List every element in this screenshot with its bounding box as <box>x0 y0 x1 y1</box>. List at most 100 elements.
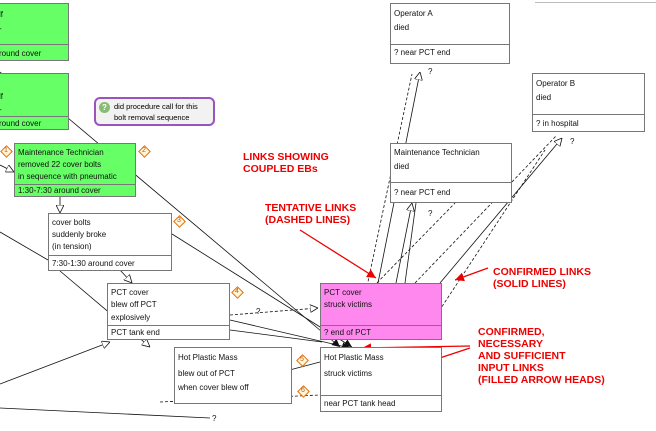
event-line: struck victims <box>324 300 372 309</box>
annotation-line: INPUT LINKS <box>478 362 544 374</box>
top-edge-line <box>535 0 656 3</box>
event-line: blew off PCT <box>111 300 157 309</box>
separator <box>0 44 68 45</box>
event-box-hot-plastic-mass-struck-victims[interactable]: Hot Plastic Mass struck victims near PCT… <box>320 347 442 412</box>
event-line: removed 22 cover bolts <box>18 160 102 169</box>
link-victims-opB <box>439 138 562 284</box>
tent-hpm-maint2 <box>369 202 456 291</box>
annotation-confirmed: CONFIRMED LINKS (SOLID LINES) <box>493 266 591 290</box>
link-question-mark: ? <box>428 209 433 218</box>
annotation-line: AND SUFFICIENT <box>478 350 566 362</box>
link-pct-hpm <box>229 329 323 343</box>
separator <box>49 255 171 256</box>
event-line: cover bolts <box>52 218 91 227</box>
diamond-label-5: 5 <box>300 356 304 363</box>
link-left-3 <box>0 231 49 261</box>
event-line: round cover <box>0 119 42 128</box>
link-question-mark: ? <box>428 67 433 76</box>
event-line: died <box>394 23 410 32</box>
annotation-line: NECESSARY <box>478 338 543 350</box>
diamond-label-6: 6 <box>301 387 305 394</box>
annotation-necessary: CONFIRMED, NECESSARY AND SUFFICIENT INPU… <box>478 326 605 386</box>
event-line: ? near PCT end <box>394 188 451 197</box>
link-question-mark: ? <box>256 307 261 316</box>
event-line: in sequence with pneumatic <box>18 172 117 181</box>
event-line: Hot Plastic Mass <box>324 353 384 362</box>
event-line: 1:30-7:30 around cover <box>18 186 101 195</box>
annotation-line: COUPLED EBs <box>243 163 318 175</box>
separator <box>108 325 229 326</box>
event-line: died <box>536 93 552 102</box>
separator <box>15 184 135 185</box>
note-line: did procedure call for this <box>114 102 198 111</box>
diamond-label-4: 4 <box>235 288 239 295</box>
question-note[interactable]: ? did procedure call for this bolt remov… <box>94 97 215 126</box>
link-question-mark: ? <box>212 414 217 423</box>
event-line: Maintenance Technician <box>18 148 104 157</box>
event-line: blew out of PCT <box>178 369 235 378</box>
diamond-label-3: 3 <box>177 217 181 224</box>
tent-hpm-opA <box>364 73 413 297</box>
link-pct-victims <box>229 319 351 351</box>
event-line: died <box>394 162 410 171</box>
event-line: near PCT tank head <box>324 399 396 408</box>
diamond-label-2: 2 <box>142 147 146 154</box>
link-victims-maint2b <box>404 202 417 284</box>
link-bolts-pct <box>119 269 132 283</box>
question-icon: ? <box>99 102 110 113</box>
event-line: ? in hospital <box>536 119 579 128</box>
event-line: (in tension) <box>52 242 92 251</box>
red-arrow-confirmed <box>454 267 489 282</box>
event-box-maintenance-technician[interactable]: Maintenance Technician removed 22 cover … <box>14 143 136 197</box>
event-line: when cover blew off <box>178 383 249 392</box>
event-line: 7:30-1:30 around cover <box>52 259 135 268</box>
annotation-line: (FILLED ARROW HEADS) <box>478 374 605 386</box>
event-line: - <box>0 24 2 33</box>
event-box-pct-cover-struck-victims[interactable]: PCT cover struck victims ? end of PCT <box>320 283 442 340</box>
link-left-2 <box>0 164 14 172</box>
event-line: struck victims <box>324 369 372 378</box>
separator <box>391 44 509 45</box>
event-line: - <box>0 105 2 114</box>
event-line: suddenly broke <box>52 230 107 239</box>
annotation-line: TENTATIVE LINKS <box>265 202 357 214</box>
event-line: Maintenance Technician <box>394 148 480 157</box>
event-line: ? near PCT end <box>394 48 451 57</box>
annotation-line: LINKS SHOWING <box>243 151 329 163</box>
link-victims-maint2a <box>395 203 412 284</box>
separator <box>391 182 511 183</box>
event-box-pct-cover-blew-off[interactable]: PCT cover blew off PCT explosively PCT t… <box>107 283 230 340</box>
tent-victims-opB <box>414 135 557 284</box>
event-box-cover-bolts[interactable]: cover bolts suddenly broke (in tension) … <box>48 213 172 271</box>
separator <box>0 116 68 117</box>
annotation-line: CONFIRMED LINKS <box>493 266 591 278</box>
event-line: PCT cover <box>324 288 362 297</box>
annotation-coupled: LINKS SHOWING COUPLED EBs <box>243 151 329 175</box>
event-box-top-left-2[interactable]: lf - round cover <box>0 73 69 130</box>
event-line: ? end of PCT <box>324 328 372 337</box>
diamond-label-1: 1 <box>4 147 8 154</box>
red-arrow-tentative <box>299 229 377 279</box>
annotation-tentative: TENTATIVE LINKS (DASHED LINES) <box>265 202 356 226</box>
tent-pct-victims <box>229 308 318 316</box>
separator <box>533 114 644 115</box>
event-line: Hot Plastic Mass <box>178 353 238 362</box>
note-line: bolt removal sequence <box>114 113 190 122</box>
event-line: Operator B <box>536 79 576 88</box>
link-question-mark: ? <box>570 137 575 146</box>
event-box-operator-a[interactable]: Operator A died ? near PCT end <box>390 3 510 64</box>
event-box-top-left-1[interactable]: lf - round cover <box>0 3 69 61</box>
link-bottom <box>0 407 211 419</box>
event-line: PCT tank end <box>111 328 160 337</box>
event-line: lf <box>0 10 3 19</box>
event-line: Operator A <box>394 9 433 18</box>
separator <box>321 395 441 396</box>
event-box-operator-b[interactable]: Operator B died ? in hospital <box>532 73 645 132</box>
annotation-line: CONFIRMED, <box>478 326 545 338</box>
event-line: explosively <box>111 313 151 322</box>
event-line: PCT cover <box>111 288 149 297</box>
annotation-line: (DASHED LINES) <box>265 214 351 226</box>
event-box-hot-plastic-mass-blew-out[interactable]: Hot Plastic Mass blew out of PCT when co… <box>174 347 292 404</box>
event-box-maintenance-technician-died[interactable]: Maintenance Technician died ? near PCT e… <box>390 143 512 203</box>
event-line: round cover <box>0 49 42 58</box>
